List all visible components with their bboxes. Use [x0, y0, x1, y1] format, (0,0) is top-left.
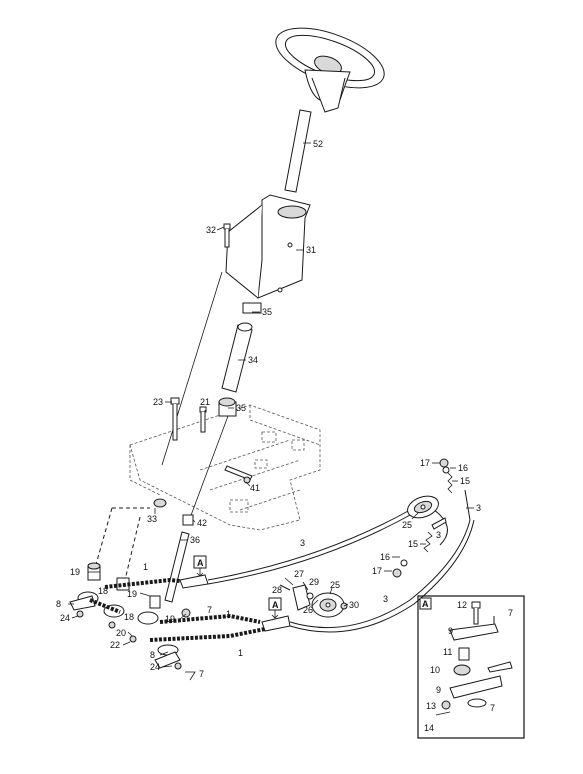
callout-7-mid: 7	[207, 605, 212, 615]
pin-41	[224, 465, 253, 484]
callout-3-upper-right: 3	[476, 503, 481, 513]
detail-tag-upper-label: A	[197, 558, 204, 568]
callout-8-left: 8	[56, 599, 61, 609]
callout-52: 52	[313, 139, 323, 149]
callout-23: 23	[153, 397, 163, 407]
bolt-32	[223, 223, 231, 248]
callout-3-upper-cable: 3	[300, 538, 305, 548]
callout-29: 29	[309, 577, 319, 587]
callout-19-right: 19	[165, 614, 175, 624]
detail-tag-lower-label: A	[272, 600, 279, 610]
callout-35-lower: 35	[236, 403, 246, 413]
callout-26: 26	[303, 605, 313, 615]
cable-end-upper	[179, 574, 209, 589]
callout-1-upper: 1	[143, 562, 148, 572]
steering-wheel	[275, 27, 385, 113]
callout-8-bottom: 8	[150, 650, 155, 660]
callout-18-mid: 18	[124, 612, 134, 622]
steering-shaft	[284, 109, 312, 193]
callout-19-left: 19	[70, 567, 80, 577]
detail-box-a: A	[417, 595, 525, 739]
spring-upper	[439, 458, 453, 494]
callout-12: 12	[457, 600, 467, 610]
callout-19-mid: 19	[127, 589, 137, 599]
callout-3-right: 3	[436, 530, 441, 540]
callout-13: 13	[426, 701, 436, 711]
callout-15-lower: 15	[408, 539, 418, 549]
callout-1-mid: 1	[226, 609, 231, 619]
callout-22: 22	[110, 640, 120, 650]
callout-42: 42	[197, 518, 207, 528]
callout-17-upper: 17	[420, 458, 430, 468]
callout-27: 27	[294, 569, 304, 579]
callout-15-upper: 15	[460, 476, 470, 486]
callout-14: 14	[424, 723, 434, 733]
callout-28: 28	[272, 585, 282, 595]
column-tube	[218, 302, 262, 417]
callout-33: 33	[147, 514, 157, 524]
bolt-23	[170, 397, 180, 441]
cable-end-lower	[261, 615, 291, 632]
callout-16-upper: 16	[458, 463, 468, 473]
chassis-frame	[129, 404, 321, 531]
callout-21: 21	[200, 397, 210, 407]
callout-3-lower-cable: 3	[383, 594, 388, 604]
callout-17-lower: 17	[372, 566, 382, 576]
chain-mid	[159, 613, 261, 624]
callout-25-lower: 25	[330, 580, 340, 590]
detail-box-label: A	[422, 599, 429, 609]
callout-32: 32	[206, 225, 216, 235]
callout-25-upper: 25	[402, 520, 412, 530]
callout-36: 36	[190, 535, 200, 545]
callout-24-bottom: 24	[150, 662, 160, 672]
callout-1-lower: 1	[238, 648, 243, 658]
cable-upper-2	[207, 513, 413, 585]
callout-24-left: 24	[60, 613, 70, 623]
callout-41: 41	[250, 483, 260, 493]
callout-16-lower: 16	[380, 552, 390, 562]
column-bracket	[225, 194, 311, 299]
callout-7-detail-top: 7	[508, 608, 513, 618]
callout-9-detail-top: 9	[448, 626, 453, 636]
callout-10: 10	[430, 665, 440, 675]
callout-7-detail-bottom: 7	[490, 703, 495, 713]
callout-20: 20	[116, 628, 126, 638]
pulley-upper	[407, 495, 439, 519]
callout-11: 11	[443, 647, 452, 657]
chain-lower	[149, 626, 271, 642]
lower-shaft	[161, 271, 229, 519]
spacer-42	[182, 514, 194, 526]
dashed-link-mid	[124, 516, 141, 581]
detail-tag-lower: A	[268, 597, 282, 619]
callout-9-detail-bottom: 9	[436, 685, 441, 695]
bolt-21	[199, 406, 207, 433]
idler-assembly	[279, 584, 348, 618]
callout-31: 31	[306, 245, 316, 255]
callout-34: 34	[248, 355, 258, 365]
callout-30: 30	[349, 600, 359, 610]
leader-lines	[68, 142, 474, 668]
dashed-link-left	[94, 507, 150, 569]
detail-tag-upper: A	[193, 555, 207, 577]
cable-lower	[289, 489, 471, 629]
callout-labels: 52 32 31 35 34 35 23 21 41 33 42 36 17 1…	[56, 139, 513, 733]
nut-33	[153, 498, 167, 508]
callout-35-upper: 35	[262, 307, 272, 317]
chain-left-link	[89, 598, 121, 614]
pivot-bottom	[154, 644, 196, 681]
spring-lower	[392, 517, 447, 578]
pivot-left	[69, 562, 101, 618]
cable-lower-2	[289, 519, 475, 633]
callout-18-left: 18	[98, 586, 108, 596]
callout-7-bottom: 7	[199, 669, 204, 679]
shaft-36	[164, 531, 190, 603]
